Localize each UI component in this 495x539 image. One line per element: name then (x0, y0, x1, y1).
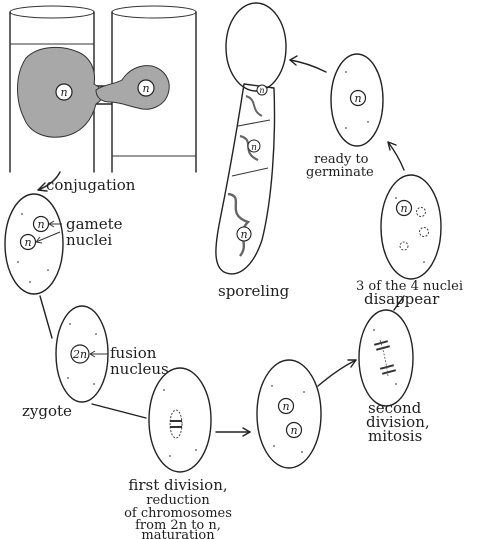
sporeling: n n n (216, 84, 275, 274)
svg-text:n: n (142, 82, 149, 95)
gamete-nuclei-cell: n n (5, 194, 63, 294)
svg-text:n: n (60, 86, 67, 99)
svg-text:n: n (282, 400, 289, 413)
sporeling-top-cell (226, 3, 286, 91)
first-division-label: first division, reduction of chromosomes… (124, 476, 232, 539)
arrow-to-germinate (388, 142, 404, 170)
svg-text:mitosis: mitosis (368, 427, 422, 445)
svg-text:disappear: disappear (364, 290, 440, 308)
svg-text:germinate: germinate (306, 165, 374, 180)
svg-text:n: n (251, 143, 257, 153)
gamete-nucleus-left: n (56, 84, 72, 100)
svg-text:n: n (354, 92, 361, 105)
nuclei-label: nuclei (66, 231, 112, 249)
svg-text:first division,: first division, (128, 476, 227, 494)
svg-text:n: n (290, 424, 297, 437)
first-division-cell (149, 368, 211, 472)
svg-text:n: n (37, 218, 44, 231)
connector-zygote-to-first-division (92, 404, 146, 418)
four-nuclei-cell: n (381, 175, 441, 279)
arrow-to-sporeling (290, 56, 326, 72)
right-gamete (96, 66, 169, 110)
svg-text:n: n (259, 86, 264, 95)
ready-to-germinate-label: ready to germinate (306, 152, 374, 180)
two-nuclei-cell: n n (257, 360, 321, 468)
zygote-label: zygote (22, 402, 72, 420)
svg-text:2n: 2n (72, 348, 87, 361)
arrow-to-second-division (318, 360, 356, 386)
germinating-cell: n (331, 54, 383, 146)
connector-gametes-to-zygote (40, 296, 52, 338)
svg-text:n: n (240, 228, 247, 241)
nucleus-label: nucleus (110, 360, 169, 378)
svg-text:n: n (24, 236, 31, 249)
second-division-label: second division, mitosis (366, 399, 430, 445)
sporeling-label: sporeling (218, 282, 290, 300)
gamete-nucleus-right: n (138, 80, 154, 96)
svg-text:n: n (400, 202, 407, 215)
conjugation-label: conjugation (46, 176, 136, 194)
nuclei-disappear-label: 3 of the 4 nuclei disappear (356, 279, 463, 308)
second-division-cell (359, 310, 413, 406)
svg-text:maturation: maturation (141, 528, 215, 539)
arrow-to-two-nuclei (216, 428, 250, 436)
